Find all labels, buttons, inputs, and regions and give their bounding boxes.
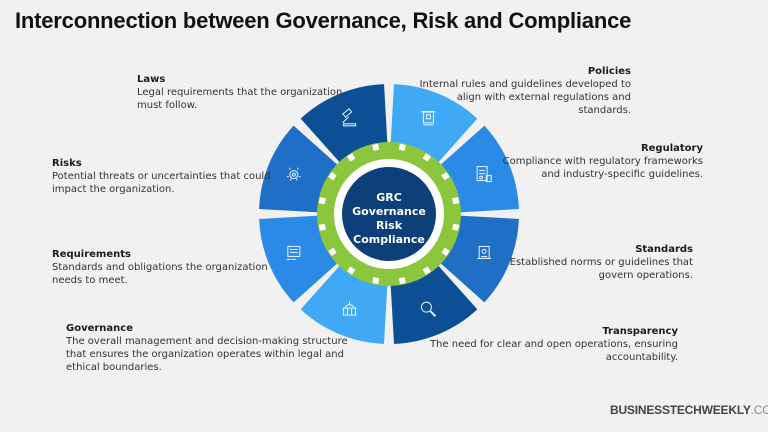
label-standards-line-1: Established norms or guidelines that xyxy=(509,257,693,268)
label-laws-heading: Laws xyxy=(137,74,166,85)
label-risks-heading: Risks xyxy=(52,158,82,169)
brand-watermark: BUSINESSTECHWEEKLY.COM xyxy=(610,403,768,417)
segment-governance xyxy=(300,264,388,344)
label-policies-heading: Policies xyxy=(587,66,631,77)
label-requirements-heading: Requirements xyxy=(52,249,131,260)
center-disc xyxy=(342,167,436,261)
brand-name: BUSINESSTECHWEEKLY xyxy=(610,403,751,417)
center-line-4: Compliance xyxy=(353,233,425,246)
label-governance-line-1: The overall management and decision-maki… xyxy=(66,336,348,347)
label-standards-heading: Standards xyxy=(635,244,693,255)
segment-transparency xyxy=(390,264,478,344)
label-risks-line-2: impact the organization. xyxy=(52,184,175,195)
page-title: Interconnection between Governance, Risk… xyxy=(15,8,632,33)
segment-requirements xyxy=(259,215,339,303)
label-policies-line-2: align with external regulations and xyxy=(456,92,631,103)
label-transparency-line-1: The need for clear and open operations, … xyxy=(429,339,678,350)
label-standards-line-2: govern operations. xyxy=(598,270,693,281)
scroll-certificate-icon xyxy=(477,245,492,259)
segment-regulatory xyxy=(439,125,519,213)
label-policies-line-3: standards. xyxy=(578,105,631,116)
label-risks: Risks Potential threats or uncertainties… xyxy=(52,157,271,196)
center-line-3: Risk xyxy=(376,219,403,232)
segment-policies xyxy=(390,84,478,164)
label-governance-line-3: ethical boundaries. xyxy=(66,362,162,373)
label-laws: Laws Legal requirements that the organiz… xyxy=(137,73,342,112)
risk-gear-icon xyxy=(286,167,301,181)
label-regulatory-line-2: and industry-specific guidelines. xyxy=(541,169,703,180)
label-transparency: Transparency The need for clear and open… xyxy=(430,325,678,364)
label-regulatory-heading: Regulatory xyxy=(640,143,703,154)
label-policies-line-1: Internal rules and guidelines developed … xyxy=(419,79,631,90)
label-risks-line-1: Potential threats or uncertainties that … xyxy=(52,171,271,182)
label-transparency-heading: Transparency xyxy=(602,326,678,337)
label-governance-line-2: that ensures the organization operates w… xyxy=(66,349,344,360)
podium-document-icon xyxy=(421,111,436,126)
label-requirements-line-1: Standards and obligations the organizati… xyxy=(52,262,268,273)
label-regulatory-line-1: Compliance with regulatory frameworks xyxy=(502,156,703,167)
label-standards: Standards Established norms or guideline… xyxy=(510,243,693,282)
government-building-icon xyxy=(342,301,357,316)
magnifying-glass-icon xyxy=(420,301,437,317)
label-governance-heading: Governance xyxy=(66,323,134,334)
center-line-1: GRC xyxy=(376,191,402,204)
label-laws-line-1: Legal requirements that the organization xyxy=(137,87,343,98)
brand-suffix: .COM xyxy=(750,403,768,417)
gavel-icon xyxy=(342,108,357,127)
label-regulatory: Regulatory Compliance with regulatory fr… xyxy=(503,142,703,181)
label-policies: Policies Internal rules and guidelines d… xyxy=(420,65,631,117)
center-line-2: Governance xyxy=(352,205,426,218)
segment-icons xyxy=(286,108,492,317)
label-requirements: Requirements Standards and obligations t… xyxy=(52,248,268,287)
label-governance: Governance The overall management and de… xyxy=(66,322,348,374)
label-laws-line-2: must follow. xyxy=(137,100,198,111)
segment-risks xyxy=(259,125,339,213)
label-requirements-line-2: needs to meet. xyxy=(52,275,128,286)
label-transparency-line-2: accountability. xyxy=(605,352,678,363)
checklist-board-icon xyxy=(286,245,301,260)
segment-standards xyxy=(439,215,519,303)
document-stamp-icon xyxy=(476,166,492,183)
